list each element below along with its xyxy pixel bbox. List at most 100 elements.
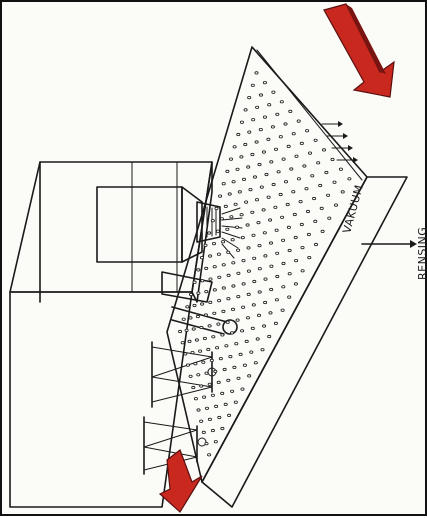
plate-hole — [218, 416, 221, 418]
plate-hole — [264, 301, 267, 303]
rensing-label: RENSING — [416, 227, 427, 280]
plate-hole — [213, 289, 216, 291]
plate-hole — [222, 264, 225, 266]
plate-hole — [246, 317, 249, 319]
plate-hole — [238, 191, 241, 193]
plate-hole — [277, 171, 280, 173]
plate-hole — [225, 345, 228, 347]
plate-hole — [287, 226, 290, 228]
plate-hole — [228, 414, 231, 416]
plate-hole — [203, 396, 206, 398]
plate-hole — [250, 351, 253, 353]
plate-hole — [268, 335, 271, 337]
plate-hole — [201, 280, 204, 282]
plate-hole — [232, 262, 235, 264]
plate-hole — [204, 244, 207, 246]
plate-hole — [229, 355, 232, 357]
plate-hole — [212, 336, 215, 338]
plate-hole — [281, 216, 284, 218]
plate-hole — [240, 121, 243, 123]
plate-hole — [200, 326, 203, 328]
plate-hole — [308, 256, 311, 258]
plate-hole — [216, 347, 219, 349]
plate-hole — [295, 155, 298, 157]
plate-hole — [299, 200, 302, 202]
plate-hole — [287, 145, 290, 147]
plate-hole — [230, 332, 233, 334]
plate-hole — [203, 337, 206, 339]
plate-hole — [307, 233, 310, 235]
plate-hole — [255, 199, 258, 201]
plate-hole — [262, 209, 265, 211]
plate-hole — [288, 273, 291, 275]
plate-hole — [294, 236, 297, 238]
plate-hole — [265, 173, 268, 175]
plate-hole — [263, 116, 266, 118]
plate-hole — [193, 281, 196, 283]
plate-hole — [184, 353, 187, 355]
plate-hole — [192, 386, 195, 388]
plate-hole — [314, 243, 317, 245]
plate-hole — [253, 257, 256, 259]
plate-hole — [226, 228, 229, 230]
plate-hole — [262, 151, 265, 153]
plate-hole — [334, 204, 337, 206]
plate-hole — [256, 338, 259, 340]
plate-hole — [257, 314, 260, 316]
plate-hole — [215, 207, 218, 209]
plate-hole — [274, 206, 277, 208]
plate-hole — [253, 280, 256, 282]
plate-hole — [282, 158, 285, 160]
plate-hole — [313, 197, 316, 199]
plate-hole — [274, 322, 277, 324]
plate-hole — [210, 359, 213, 361]
plate-hole — [314, 220, 317, 222]
plate-hole — [255, 72, 258, 74]
plate-hole — [213, 312, 216, 314]
plate-hole — [319, 184, 322, 186]
plate-hole — [186, 306, 189, 308]
plate-hole — [191, 351, 194, 353]
plate-hole — [282, 262, 285, 264]
plate-hole — [245, 340, 248, 342]
plate-hole — [237, 295, 240, 297]
flow-arrows — [322, 121, 358, 163]
plate-hole — [282, 239, 285, 241]
plate-hole — [308, 152, 311, 154]
plate-hole — [241, 330, 244, 332]
plate-hole — [195, 339, 198, 341]
plate-hole — [261, 349, 264, 351]
plate-hole — [248, 131, 251, 133]
plate-hole — [274, 148, 277, 150]
plate-hole — [288, 296, 291, 298]
plate-hole — [268, 104, 271, 106]
plate-hole — [284, 181, 287, 183]
plate-hole — [233, 146, 236, 148]
plate-hole — [219, 357, 222, 359]
plate-hole — [301, 270, 304, 272]
plate-hole — [189, 293, 192, 295]
plate-hole — [222, 241, 225, 243]
plate-hole — [325, 171, 328, 173]
plate-hole — [231, 308, 234, 310]
plate-hole — [300, 223, 303, 225]
plate-hole — [246, 224, 249, 226]
plate-hole — [185, 329, 188, 331]
plate-hole — [263, 325, 266, 327]
plate-hole — [293, 213, 296, 215]
plate-hole — [254, 362, 257, 364]
plate-hole — [236, 168, 239, 170]
plate-hole — [205, 442, 208, 444]
plate-hole — [211, 429, 214, 431]
plate-hole — [219, 195, 222, 197]
plate-hole — [276, 252, 279, 254]
plate-hole — [224, 403, 227, 405]
plate-hole — [264, 278, 267, 280]
plate-hole — [204, 314, 207, 316]
plate-hole — [292, 133, 295, 135]
plate-hole — [192, 328, 195, 330]
plate-hole — [197, 269, 200, 271]
plate-hole — [260, 186, 263, 188]
plate-hole — [239, 353, 242, 355]
plate-hole — [275, 299, 278, 301]
